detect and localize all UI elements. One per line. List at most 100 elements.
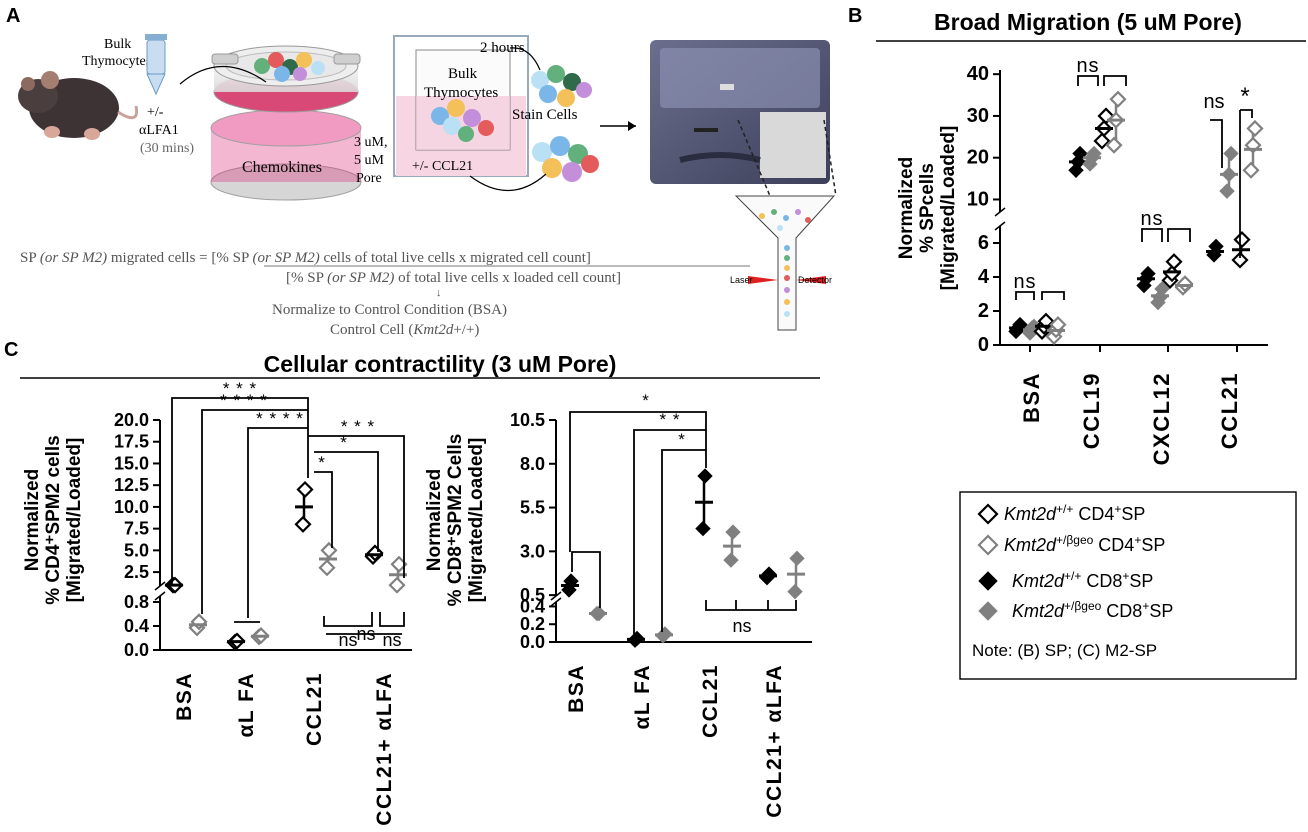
axis-break-mark bbox=[994, 221, 1006, 231]
data-point bbox=[761, 566, 777, 582]
y-tick-label: 3.0 bbox=[520, 541, 545, 561]
y-tick-label: 5.0 bbox=[124, 540, 149, 560]
x-tick-label: CCL19 bbox=[1079, 372, 1104, 449]
y-tick-label: 10.0 bbox=[114, 497, 149, 517]
y-tick-label: 8.0 bbox=[520, 454, 545, 474]
sig-bracket bbox=[323, 612, 373, 627]
sig-bracket-label: * bbox=[318, 453, 326, 472]
sig-bracket bbox=[1210, 119, 1223, 168]
y-tick-label: 2 bbox=[978, 300, 989, 322]
y-axis-title-line: Normalized bbox=[424, 469, 445, 571]
sig-bracket bbox=[201, 409, 308, 614]
sig-bracket-label: * * * bbox=[341, 417, 375, 436]
panel-b: B Broad Migration (5 uM Pore) 0246102030… bbox=[848, 5, 1306, 465]
sig-bracket-label: * bbox=[1240, 83, 1249, 110]
y-axis-title: Normalized% CD8⁺SPM2 Cells[Migrated/Load… bbox=[424, 434, 487, 607]
legend-diamond-icon bbox=[977, 503, 999, 525]
normalize-label: Normalize to Control Condition (BSA) bbox=[272, 302, 507, 318]
y-axis-title: Normalized% SPcells[Migrated/Loaded] bbox=[896, 126, 959, 291]
transwell-dish-illustration bbox=[210, 45, 362, 201]
sig-bracket-label: ns bbox=[1076, 55, 1099, 77]
sig-bracket bbox=[308, 435, 405, 578]
legend-note: Note: (B) SP; (C) M2-SP bbox=[972, 641, 1157, 660]
legend-label-part: + bbox=[1114, 502, 1121, 516]
legend-label-part: CD4 bbox=[1073, 504, 1114, 524]
legend-label: Kmt2d+/+ CD8+SP bbox=[1012, 569, 1153, 591]
y-tick-label: 5.5 bbox=[520, 498, 545, 518]
legend-entry: Kmt2d+/+ CD8+SP bbox=[978, 569, 1153, 591]
arrow-to-dish bbox=[179, 65, 267, 85]
sig-bracket bbox=[705, 600, 797, 611]
axis-break-mark bbox=[994, 207, 1006, 217]
axis-break-mark bbox=[550, 597, 562, 607]
x-tick-label: αL FA bbox=[631, 664, 654, 730]
data-point bbox=[789, 550, 805, 567]
x-tick-label: CXCL12 bbox=[1149, 372, 1174, 465]
y-tick-label: 0.4 bbox=[124, 616, 149, 636]
x-tick-label: BSA bbox=[173, 672, 196, 721]
y-axis-title-line: [Migrated/Loaded] bbox=[466, 438, 487, 603]
y-tick-label: 20.0 bbox=[114, 410, 149, 430]
sig-bracket-label: ns bbox=[338, 630, 357, 650]
data-point bbox=[725, 524, 741, 540]
sig-bracket bbox=[314, 471, 333, 548]
axis-break-mark bbox=[154, 591, 166, 601]
sig-bracket bbox=[1077, 75, 1099, 86]
legend-label-part: +/βgeo bbox=[1056, 533, 1094, 547]
sig-bracket bbox=[1015, 291, 1035, 300]
panel-b-letter: B bbox=[848, 5, 862, 27]
arrow-two-hours bbox=[509, 47, 541, 71]
y-axis-title-line: [Migrated/Loaded] bbox=[64, 438, 85, 603]
cell-cluster-bottom bbox=[532, 136, 599, 182]
y-tick-label: 0.2 bbox=[520, 614, 545, 634]
sig-bracket bbox=[1103, 75, 1127, 86]
data-point bbox=[1037, 312, 1055, 330]
legend-label-part: Kmt2d bbox=[1012, 601, 1065, 621]
axis-break-mark bbox=[154, 581, 166, 591]
y-tick-label: 0.0 bbox=[520, 632, 545, 652]
sig-bracket-label: * * * * bbox=[220, 391, 268, 410]
sig-bracket bbox=[569, 411, 707, 552]
sig-bracket bbox=[171, 397, 309, 586]
two-hours-label: 2 hours bbox=[480, 40, 525, 56]
sig-bracket-label: * * * * bbox=[256, 409, 304, 428]
legend-label-part: + bbox=[1122, 569, 1129, 583]
legend-label-part: SP bbox=[1121, 504, 1145, 524]
legend-label-part: + bbox=[1134, 533, 1141, 547]
formula-denominator: [% SP (or SP M2) of total live cells x l… bbox=[286, 270, 621, 286]
sig-bracket bbox=[633, 429, 706, 640]
sig-bracket-label: * bbox=[340, 433, 348, 452]
sig-bracket-label: ns bbox=[1013, 271, 1036, 293]
legend-label-part: SP bbox=[1141, 535, 1165, 555]
data-point bbox=[1109, 90, 1127, 108]
legend-label-part: +/βgeo bbox=[1064, 599, 1102, 613]
y-tick-label: 12.5 bbox=[114, 475, 149, 495]
y-axis-title-line: % CD4⁺SPM2 cells bbox=[43, 435, 64, 605]
data-point bbox=[296, 480, 314, 499]
data-point bbox=[1233, 231, 1251, 249]
sig-bracket-label: ns bbox=[382, 630, 401, 650]
data-point bbox=[1068, 162, 1084, 178]
x-tick-label: CCL21 bbox=[1217, 372, 1242, 449]
data-point bbox=[1219, 183, 1235, 199]
y-axis-title-line: % SPcells bbox=[917, 163, 938, 253]
sig-bracket bbox=[1041, 291, 1065, 300]
legend-entry: Kmt2d+/+ CD4+SP bbox=[977, 502, 1145, 525]
data-point bbox=[1165, 253, 1183, 271]
y-tick-label: 0.4 bbox=[520, 596, 545, 616]
y-axis-title-line: Normalized bbox=[896, 157, 917, 259]
arrow-to-bottom-cells bbox=[469, 173, 547, 192]
chemokines-label: Chemokines bbox=[242, 159, 322, 176]
sig-bracket bbox=[571, 551, 601, 608]
cell-cluster-top bbox=[531, 65, 592, 107]
data-point bbox=[1223, 145, 1239, 162]
zoom-lines bbox=[737, 119, 837, 197]
sig-bracket-label: ns bbox=[356, 624, 375, 644]
sig-bracket-label: * * bbox=[660, 410, 681, 429]
sig-bracket bbox=[1240, 109, 1253, 118]
sig-bracket-label: * * * bbox=[223, 379, 257, 398]
panel-a: A Bulk Thymocytes +/- αLFA1 (30 mins) bbox=[6, 5, 837, 338]
x-tick-label: CCL21+ αLFA bbox=[373, 672, 396, 826]
